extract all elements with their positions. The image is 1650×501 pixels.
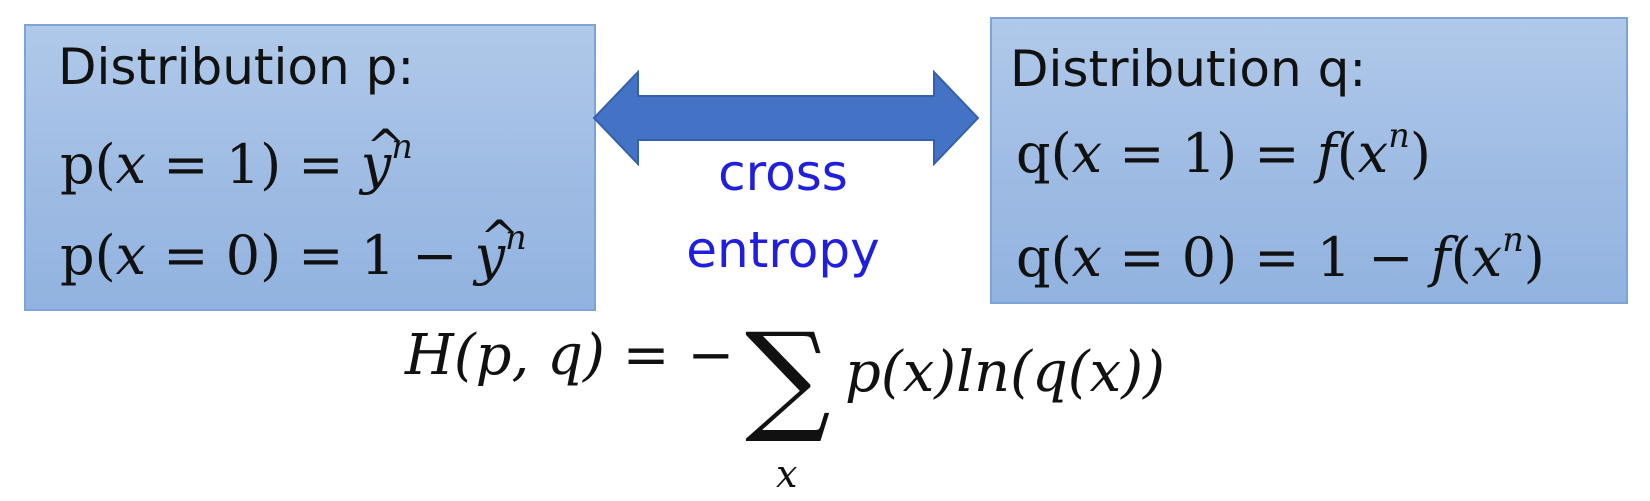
summation-subscript: x bbox=[776, 452, 798, 496]
entropy-label: entropy bbox=[686, 221, 880, 279]
q-x-equals-1-equation: q(x = 1) = f(xn) bbox=[1016, 115, 1431, 185]
distribution-p-title: Distribution p: bbox=[58, 38, 415, 96]
distribution-q-box: Distribution q: q(x = 1) = f(xn) q(x = 0… bbox=[990, 17, 1628, 304]
formula-lhs: H(p, q) = − bbox=[405, 323, 735, 388]
double-arrow-icon bbox=[592, 70, 980, 166]
distribution-q-title: Distribution q: bbox=[1010, 40, 1367, 98]
double-arrow-shape bbox=[592, 70, 980, 166]
p-x-equals-0-equation: p(x = 0) = 1 − yn bbox=[60, 215, 527, 283]
distribution-p-box: Distribution p: p(x = 1) = yn p(x = 0) =… bbox=[24, 24, 596, 311]
q-x-equals-0-equation: q(x = 0) = 1 − f(xn) bbox=[1016, 219, 1545, 289]
cross-label: cross bbox=[718, 144, 848, 202]
summation-symbol: ∑ bbox=[745, 308, 831, 447]
formula-rhs: p(x)ln(q(x)) bbox=[845, 340, 1165, 405]
p-x-equals-1-equation: p(x = 1) = yn bbox=[60, 124, 413, 192]
